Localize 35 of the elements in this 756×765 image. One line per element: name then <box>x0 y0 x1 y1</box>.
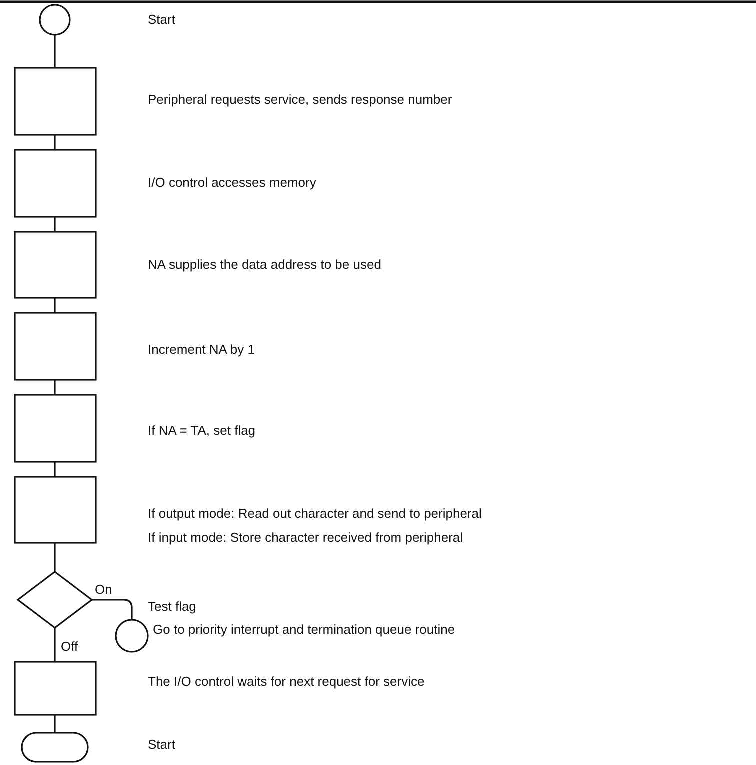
process-box <box>15 477 96 543</box>
step-description: Start <box>148 737 176 753</box>
connector-line <box>54 298 56 313</box>
connector-line <box>54 715 56 733</box>
connector-circle <box>40 5 70 35</box>
edge-label: Off <box>60 640 80 654</box>
step-description: The I/O control waits for next request for service <box>148 674 425 690</box>
step-description: Peripheral requests service, sends response number <box>148 92 452 108</box>
step-description: If NA = TA, set flag <box>148 423 256 439</box>
process-box <box>15 150 96 217</box>
step-description: I/O control accesses memory <box>148 175 316 191</box>
step-description: Go to priority interrupt and termination queue routine <box>153 622 456 638</box>
edge-label: On <box>94 583 114 597</box>
connector-line <box>54 380 56 395</box>
step-description: If input mode: Store character received from peripheral <box>148 530 464 546</box>
terminal-shape <box>22 733 88 762</box>
connector-line <box>54 462 56 477</box>
step-description: If output mode: Read out character and send to peripheral <box>148 506 482 522</box>
connector-line <box>54 543 56 572</box>
process-box <box>15 395 96 462</box>
process-box <box>15 68 96 135</box>
process-box <box>15 232 96 298</box>
decision-diamond <box>18 572 92 628</box>
connector-line <box>92 599 133 620</box>
process-box <box>15 662 96 715</box>
step-description: Increment NA by 1 <box>148 342 255 358</box>
connector-circle <box>116 620 148 652</box>
step-description: Start <box>148 12 176 28</box>
step-description: Test flag <box>148 599 196 615</box>
process-box <box>15 313 96 380</box>
connector-line <box>54 135 56 150</box>
step-description: NA supplies the data address to be used <box>148 257 382 273</box>
connector-line <box>54 628 56 662</box>
connector-line <box>54 217 56 232</box>
connector-line <box>54 35 56 68</box>
